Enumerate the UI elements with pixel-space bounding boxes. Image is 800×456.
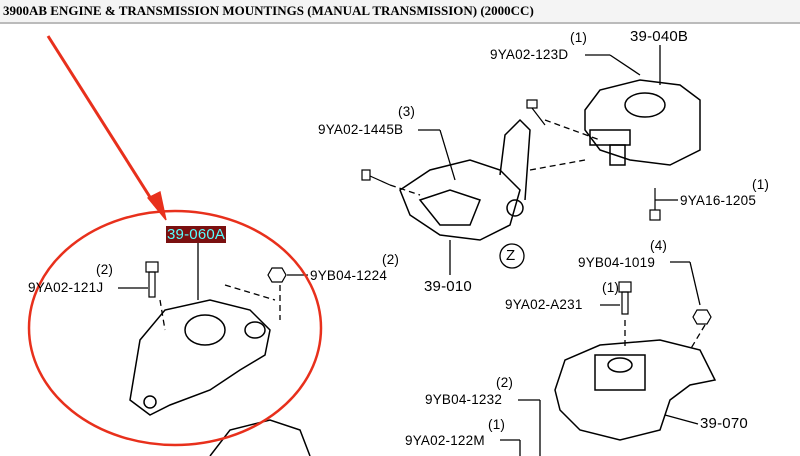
part-39-010[interactable]: 39-010	[424, 278, 472, 295]
bracket-39-010	[399, 118, 531, 241]
mount-39-060A	[129, 299, 271, 416]
qty: (1)	[570, 30, 588, 45]
part-39-060A-highlighted[interactable]: 39-060A	[166, 226, 227, 243]
title-bar: 3900AB ENGINE & TRANSMISSION MOUNTINGS (…	[0, 0, 800, 24]
detail-z-circle	[499, 243, 525, 269]
qty: (1)	[752, 177, 770, 192]
part-9YB04-1224[interactable]: 9YB04-1224	[310, 268, 388, 283]
dashed-guides	[159, 119, 706, 351]
diagram-title: 3900AB ENGINE & TRANSMISSION MOUNTINGS (…	[3, 3, 534, 18]
part-9YA16-1205[interactable]: 9YA16-1205	[680, 193, 757, 208]
qty: (2)	[96, 262, 114, 277]
qty: (1)	[602, 280, 620, 295]
part-9YB04-1232[interactable]: 9YB04-1232	[425, 392, 503, 407]
highlight-arrow	[46, 35, 157, 206]
mount-39-040B	[584, 79, 701, 166]
highlight-circle	[27, 209, 323, 447]
qty: (2)	[382, 252, 400, 267]
part-39-070[interactable]: 39-070	[700, 415, 748, 432]
part-9YA02-123D[interactable]: 9YA02-123D	[490, 47, 569, 62]
part-9YB04-1019[interactable]: 9YB04-1019	[578, 255, 656, 270]
part-39-040B[interactable]: 39-040B	[630, 28, 689, 45]
qty: (3)	[398, 104, 416, 119]
part-9YA02-122M[interactable]: 9YA02-122M	[405, 433, 485, 448]
part-9YA02-1445B[interactable]: 9YA02-1445B	[318, 122, 404, 137]
part-9YA02-121J[interactable]: 9YA02-121J	[28, 280, 104, 295]
qty: (1)	[488, 417, 506, 432]
qty: (2)	[496, 375, 514, 390]
bolt-icons	[145, 99, 712, 325]
mount-39-070	[554, 339, 717, 441]
part-9YA02-A231[interactable]: 9YA02-A231	[505, 297, 583, 312]
qty: (4)	[650, 238, 668, 253]
detail-z-label: Z	[506, 247, 516, 264]
arrow-head	[146, 191, 167, 221]
